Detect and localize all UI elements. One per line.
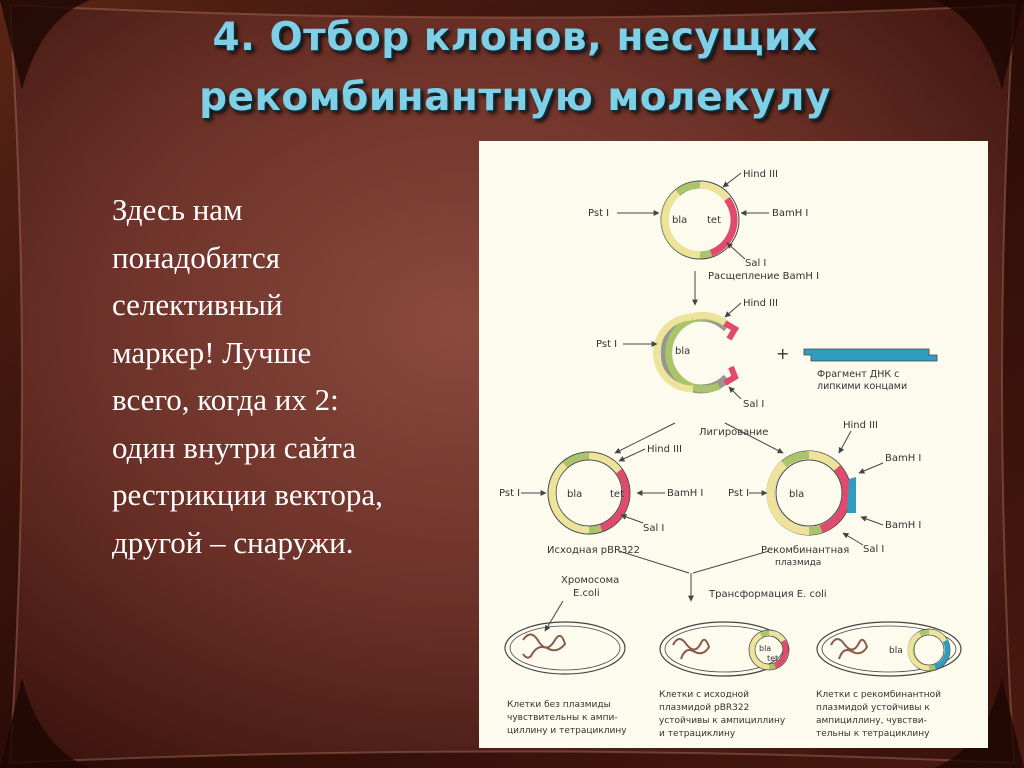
site-sal-label-3: Sal I xyxy=(643,523,664,534)
slide-title: 4. Отбор клонов, несущих рекомбинантную … xyxy=(90,8,940,128)
cell3-caption-line-2: плазмидой устойчивы к xyxy=(816,703,930,713)
gene-tet-label-3: tet xyxy=(610,489,624,500)
step-transform-label: Трансформация E. coli xyxy=(708,589,827,600)
step-ligation-label: Лигирование xyxy=(699,427,768,438)
cell1-caption-line-2: чувствительны к ампи- xyxy=(507,713,618,723)
site-pst-label-3: Pst I xyxy=(499,488,520,499)
gene-tet-label: tet xyxy=(707,215,721,226)
fragment-label-1: Фрагмент ДНК с xyxy=(817,369,899,380)
site-pst-label-4: Pst I xyxy=(728,488,749,499)
arrow-join-left xyxy=(618,550,690,574)
cell2-caption-line-1: Клетки с исходной xyxy=(659,690,749,700)
site-sal-label-4: Sal I xyxy=(863,544,884,555)
gene-bla-label-3: bla xyxy=(567,489,582,500)
step-cleave-label: Расщепление BamH I xyxy=(708,271,819,282)
yellow-region xyxy=(661,190,701,259)
cell-original-plasmid: bla tet Клетки с исходной плазмидой pBR3… xyxy=(659,621,790,739)
cell2-caption-line-3: устойчивы к ампициллину xyxy=(659,716,786,726)
insert-region xyxy=(847,477,856,513)
site-bam-label-3: BamH I xyxy=(667,488,703,499)
plus-sign: + xyxy=(776,344,789,363)
arrow-ligation-left xyxy=(614,422,676,454)
cell2-tet-label: tet xyxy=(767,654,778,663)
site-hind-label-2: Hind III xyxy=(743,298,778,309)
gene-bla-label-2: bla xyxy=(675,346,690,357)
dna-fragment: Фрагмент ДНК с липкими концами xyxy=(803,348,938,392)
site-hind-label-4: Hind III xyxy=(843,420,878,431)
cloning-diagram: bla tet Pst I Hind III BamH I Sal I Расщ… xyxy=(479,141,988,748)
cell3-caption-line-3: ампициллину, чувстви- xyxy=(816,716,927,726)
chromosome-icon xyxy=(672,638,711,660)
cell3-caption-line-1: Клетки с рекомбинантной xyxy=(816,690,941,700)
site-bam-label-4b: BamH I xyxy=(885,520,921,531)
chromosome-icon xyxy=(522,633,567,659)
plasmid-recombinant-caption-1: Рекомбинантная xyxy=(761,545,849,556)
site-sal-label: Sal I xyxy=(745,258,766,269)
plasmid-recombinant: bla Pst I Hind III BamH I BamH I Sal I Р… xyxy=(728,420,921,568)
chromosome-label-1: Хромосома xyxy=(561,575,619,586)
site-hind-label: Hind III xyxy=(743,169,778,180)
cell3-caption-line-4: тельны к тетрациклину xyxy=(816,729,930,739)
body-text: Здесь нам понадобится селективный маркер… xyxy=(112,192,383,560)
cloning-diagram-svg: bla tet Pst I Hind III BamH I Sal I Расщ… xyxy=(499,169,962,739)
site-sal-label-2: Sal I xyxy=(743,399,764,410)
cell2-caption-line-4: и тетрациклину xyxy=(659,729,736,739)
cell2-bla-label: bla xyxy=(759,644,771,653)
site-pst-label-2: Pst I xyxy=(596,339,617,350)
site-bam-label: BamH I xyxy=(772,208,808,219)
slide-title-line-2: рекомбинантную молекулу xyxy=(199,75,831,120)
plasmid-pbr322-top: bla tet Pst I Hind III BamH I Sal I xyxy=(588,169,808,269)
plasmid-original-caption: Исходная pBR322 xyxy=(547,545,640,556)
site-hind-label-3: Hind III xyxy=(647,444,682,455)
cell2-caption-line-2: плазмидой pBR322 xyxy=(659,703,749,713)
slide-title-line-1: 4. Отбор клонов, несущих xyxy=(212,15,818,60)
chromosome-label-2: E.coli xyxy=(573,588,600,599)
plasmid-recombinant-caption-2: плазмида xyxy=(775,558,821,568)
cell1-caption-line-1: Клетки без плазмиды xyxy=(507,700,611,710)
tet-region xyxy=(709,196,738,257)
cell-recombinant-plasmid: bla Клетки с рекомбинантной плазмидой ус… xyxy=(816,621,962,739)
arrow-ligation-right xyxy=(724,422,784,454)
site-pst-label: Pst I xyxy=(588,208,609,219)
cell-no-plasmid: Клетки без плазмиды чувствительны к ампи… xyxy=(504,621,627,736)
plasmid-linearized: bla Pst I Hind III Sal I xyxy=(596,298,778,410)
cell3-bla-label: bla xyxy=(889,646,903,656)
cell1-caption-line-3: циллину и тетрациклину xyxy=(507,726,627,736)
site-bam-label-4a: BamH I xyxy=(885,453,921,464)
gene-bla-label: bla xyxy=(672,215,687,226)
gene-bla-label-4: bla xyxy=(789,489,804,500)
plasmid-original: bla tet Pst I Hind III BamH I Sal I Исхо… xyxy=(499,444,703,556)
arrow-join-right xyxy=(692,550,770,574)
chromosome-icon xyxy=(830,638,869,660)
fragment-label-2: липкими концами xyxy=(817,381,907,392)
